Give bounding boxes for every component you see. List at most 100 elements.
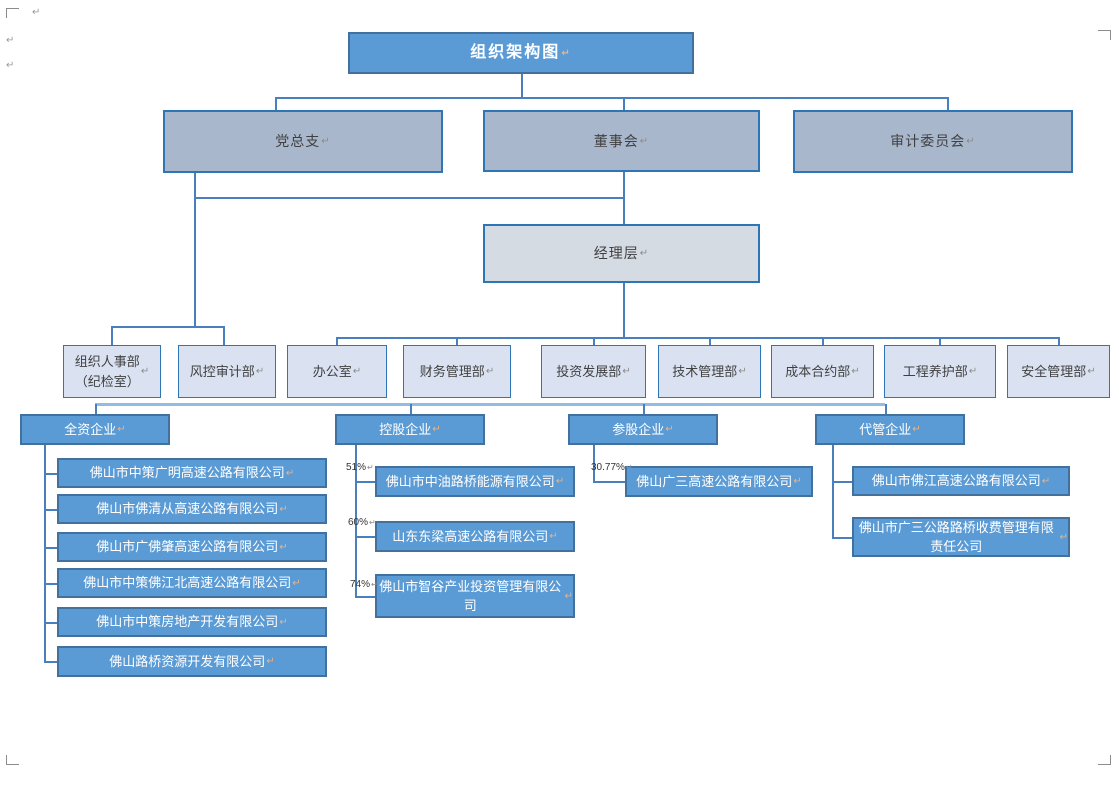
connector-line bbox=[275, 97, 947, 99]
connector-line bbox=[1058, 337, 1060, 345]
company-box[interactable]: 山东东梁高速公路有限公司↵ bbox=[375, 521, 575, 552]
node-label: 控股企业 bbox=[379, 421, 432, 437]
pilcrow-mark: ↵ bbox=[32, 7, 41, 18]
share-value: 30.77% bbox=[591, 462, 625, 473]
pilcrow-mark: ↵ bbox=[738, 366, 747, 377]
category-wholly-owned-box[interactable]: 全资企业↵ bbox=[20, 414, 170, 445]
share-value: 74% bbox=[350, 579, 371, 590]
connector-line bbox=[709, 337, 711, 345]
node-label: 佛山市智谷产业投资管理有限公司 bbox=[379, 578, 562, 614]
dept-office-box[interactable]: 办公室↵ bbox=[287, 345, 387, 398]
board-box[interactable]: 董事会↵ bbox=[483, 110, 760, 172]
category-equity-box[interactable]: 参股企业↵ bbox=[568, 414, 718, 445]
pilcrow-mark: ↵ bbox=[561, 47, 572, 59]
pilcrow-mark: ↵ bbox=[968, 366, 978, 377]
company-box[interactable]: 佛山市智谷产业投资管理有限公司↵ bbox=[375, 574, 575, 618]
connector-line bbox=[194, 197, 623, 199]
pilcrow-mark: ↵ bbox=[912, 424, 921, 435]
company-box[interactable]: 佛山市中策佛江北高速公路有限公司↵ bbox=[57, 568, 327, 598]
pilcrow-mark: ↵ bbox=[625, 463, 633, 472]
connector-line bbox=[623, 172, 625, 224]
node-label: 财务管理部 bbox=[419, 363, 485, 379]
pilcrow-mark: ↵ bbox=[292, 577, 301, 589]
pilcrow-mark: ↵ bbox=[966, 136, 976, 147]
connector-line bbox=[643, 404, 645, 414]
node-label: 佛山市中策广明高速公路有限公司 bbox=[89, 465, 285, 481]
connector-line bbox=[111, 326, 223, 328]
node-label: 参股企业 bbox=[612, 421, 665, 437]
node-label: 组织人事部 （纪检室） bbox=[74, 354, 140, 389]
pilcrow-mark: ↵ bbox=[1059, 531, 1068, 543]
connector-line bbox=[521, 74, 523, 97]
company-box[interactable]: 佛山路桥资源开发有限公司↵ bbox=[57, 646, 327, 677]
company-box[interactable]: 佛山市广三公路路桥收费管理有限责任公司↵ bbox=[852, 517, 1070, 557]
dept-investment-box[interactable]: 投资发展部↵ bbox=[541, 345, 646, 398]
management-box[interactable]: 经理层↵ bbox=[483, 224, 760, 283]
category-managed-box[interactable]: 代管企业↵ bbox=[815, 414, 965, 445]
dept-finance-box[interactable]: 财务管理部↵ bbox=[403, 345, 511, 398]
connector-line bbox=[832, 481, 852, 483]
node-label: 经理层 bbox=[593, 245, 639, 261]
pilcrow-mark: ↵ bbox=[117, 424, 126, 435]
pilcrow-mark: ↵ bbox=[279, 541, 288, 553]
pilcrow-mark: ↵ bbox=[371, 580, 378, 589]
node-label: 技术管理部 bbox=[672, 363, 738, 379]
ownership-share-label: 60%↵ bbox=[348, 517, 376, 528]
connector-line bbox=[832, 537, 852, 539]
pilcrow-mark: ↵ bbox=[793, 476, 802, 487]
category-holding-box[interactable]: 控股企业↵ bbox=[335, 414, 485, 445]
company-box[interactable]: 佛山市佛清从高速公路有限公司↵ bbox=[57, 494, 327, 524]
company-box[interactable]: 佛山广三高速公路有限公司↵ bbox=[625, 466, 813, 497]
party-branch-box[interactable]: 党总支↵ bbox=[163, 110, 443, 173]
connector-line bbox=[832, 445, 834, 537]
connector-line bbox=[593, 481, 625, 483]
org-title-box[interactable]: 组织架构图↵ bbox=[348, 32, 694, 74]
pilcrow-mark: ↵ bbox=[432, 424, 441, 435]
dept-cost-box[interactable]: 成本合约部↵ bbox=[771, 345, 874, 398]
connector-line bbox=[885, 404, 887, 414]
node-label: 山东东梁高速公路有限公司 bbox=[392, 528, 549, 544]
company-box[interactable]: 佛山市广佛肇高速公路有限公司↵ bbox=[57, 532, 327, 562]
pilcrow-mark: ↵ bbox=[285, 467, 295, 479]
dept-safety-box[interactable]: 安全管理部↵ bbox=[1007, 345, 1110, 398]
pilcrow-mark: ↵ bbox=[6, 35, 15, 46]
connector-line bbox=[456, 337, 458, 345]
node-label: 佛山市佛清从高速公路有限公司 bbox=[96, 501, 279, 517]
audit-committee-box[interactable]: 审计委员会↵ bbox=[793, 110, 1073, 173]
ownership-share-label: 30.77%↵ bbox=[591, 462, 633, 473]
pilcrow-mark: ↵ bbox=[352, 366, 362, 377]
node-label: 佛山市广佛肇高速公路有限公司 bbox=[96, 539, 279, 555]
node-label: 佛山市佛江高速公路有限公司 bbox=[871, 473, 1041, 489]
share-value: 51% bbox=[346, 462, 367, 473]
dept-hr-box[interactable]: 组织人事部 （纪检室）↵ bbox=[63, 345, 161, 398]
pilcrow-mark: ↵ bbox=[255, 366, 265, 377]
pilcrow-mark: ↵ bbox=[369, 518, 376, 527]
connector-line bbox=[355, 536, 375, 538]
company-box[interactable]: 佛山市佛江高速公路有限公司↵ bbox=[852, 466, 1070, 496]
dept-technology-box[interactable]: 技术管理部↵ bbox=[658, 345, 761, 398]
node-label: 党总支 bbox=[275, 133, 321, 149]
node-label: 董事会 bbox=[593, 132, 639, 149]
ownership-share-label: 74%↵ bbox=[350, 579, 378, 590]
company-box[interactable]: 佛山市中策房地产开发有限公司↵ bbox=[57, 607, 327, 637]
node-label: 工程养护部 bbox=[902, 363, 968, 379]
company-box[interactable]: 佛山市中策广明高速公路有限公司↵ bbox=[57, 458, 327, 488]
connector-line bbox=[355, 596, 375, 598]
dept-risk-audit-box[interactable]: 风控审计部↵ bbox=[178, 345, 276, 398]
pilcrow-mark: ↵ bbox=[279, 616, 288, 628]
connector-line bbox=[355, 445, 357, 596]
pilcrow-mark: ↵ bbox=[549, 531, 558, 542]
connector-line bbox=[939, 337, 941, 345]
connector-line bbox=[223, 326, 225, 345]
company-box[interactable]: 佛山市中油路桥能源有限公司↵ bbox=[375, 466, 575, 497]
pilcrow-mark: ↵ bbox=[279, 503, 288, 515]
connector-line bbox=[623, 97, 625, 110]
connector-line bbox=[111, 326, 113, 345]
dept-engineering-box[interactable]: 工程养护部↵ bbox=[884, 345, 996, 398]
connector-line bbox=[44, 445, 46, 661]
pilcrow-mark: ↵ bbox=[140, 366, 150, 377]
node-label: 办公室 bbox=[312, 363, 352, 379]
node-label: 安全管理部 bbox=[1021, 363, 1087, 379]
pilcrow-mark: ↵ bbox=[639, 248, 650, 259]
